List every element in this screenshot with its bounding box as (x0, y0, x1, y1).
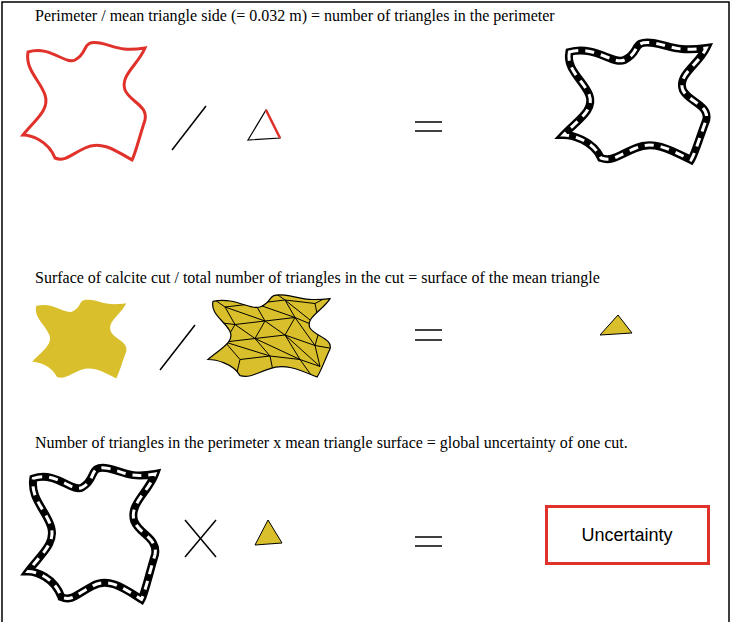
triangle-chain-outline (564, 43, 707, 160)
calcite-cut (32, 300, 126, 379)
mean-triangle (255, 520, 282, 545)
result-text: Uncertainty (581, 525, 672, 546)
equation-text: Number of triangles in the perimeter x m… (35, 433, 628, 453)
equation-text: Perimeter / mean triangle side (= 0.032 … (35, 6, 555, 26)
divide-sign (160, 325, 195, 370)
divide-sign (172, 106, 206, 150)
equals-sign (415, 330, 442, 340)
triangle-chain-outline (28, 468, 155, 600)
equals-sign (415, 122, 442, 131)
triangulated-cut (205, 293, 335, 381)
perimeter-outline (23, 43, 145, 160)
equals-sign (415, 537, 442, 546)
mean-triangle (600, 315, 632, 335)
equation-text: Surface of calcite cut / total number of… (35, 268, 600, 288)
triangle-side (248, 110, 280, 140)
result-box: Uncertainty (545, 505, 710, 565)
multiply-sign (185, 520, 216, 557)
